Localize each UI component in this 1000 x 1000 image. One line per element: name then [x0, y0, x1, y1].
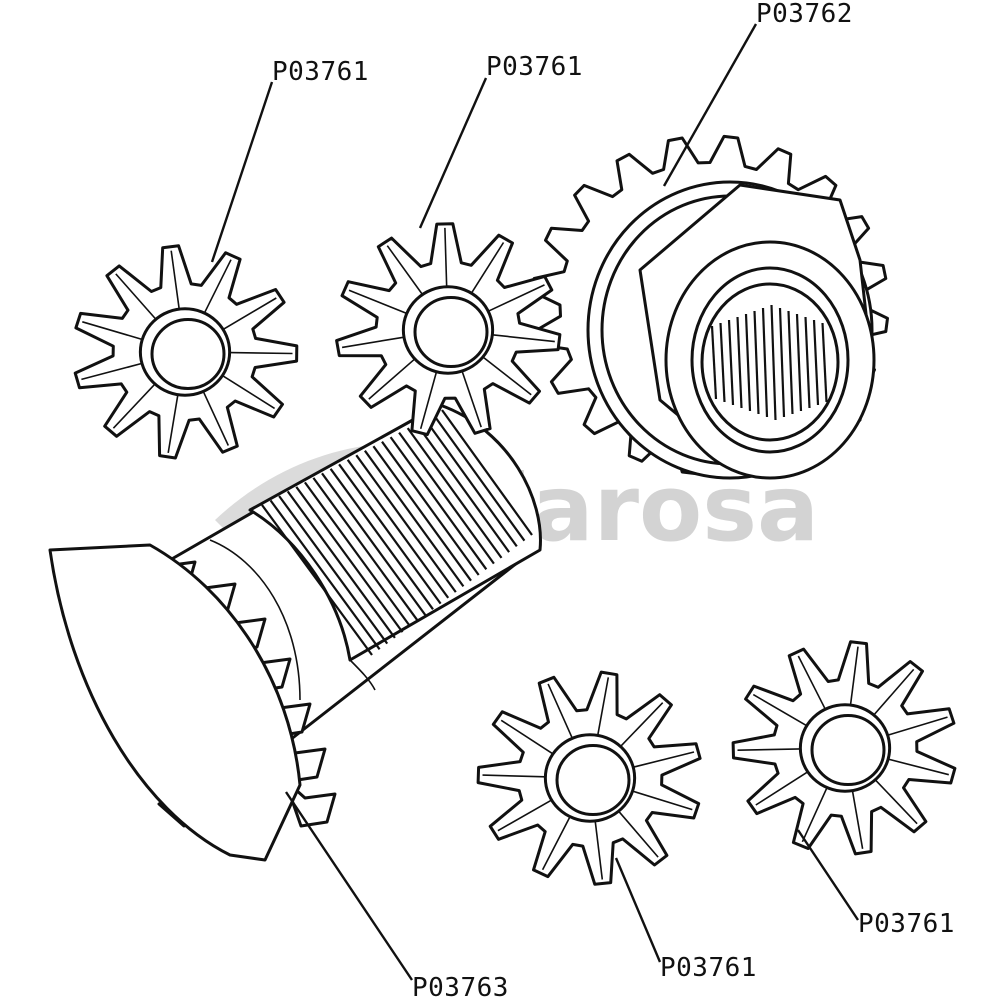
gear-bore	[413, 295, 489, 369]
gear-bore	[150, 317, 226, 391]
leader-shaft-gear	[285, 791, 413, 981]
leader-crown-gear	[662, 23, 758, 187]
label-gear-top-left: P03761	[272, 57, 369, 87]
gear-top-left-p03761	[73, 244, 299, 460]
gear-bottom-middle-p03761	[476, 670, 702, 886]
watermark-swoosh-icon	[215, 442, 520, 545]
label-gear-top-middle: P03761	[486, 52, 583, 82]
leader-gear-top-left	[210, 81, 274, 263]
leader-gear-bottom-middle	[614, 857, 662, 963]
label-shaft-gear: P03763	[412, 973, 509, 1000]
gear-bore	[810, 713, 886, 787]
leader-gear-top-middle	[418, 77, 488, 229]
label-gear-bottom-middle: P03761	[660, 953, 757, 983]
crown-gear-p03762	[531, 134, 889, 480]
gear-bottom-right-p03761	[731, 640, 957, 856]
gear-top-middle-p03761	[335, 222, 562, 437]
leader-gear-bottom-right	[797, 829, 859, 921]
label-crown-gear: P03762	[756, 0, 853, 29]
label-gear-bottom-right: P03761	[858, 909, 955, 939]
shaft-gear-p03763	[48, 403, 542, 862]
gear-bore	[555, 743, 631, 817]
